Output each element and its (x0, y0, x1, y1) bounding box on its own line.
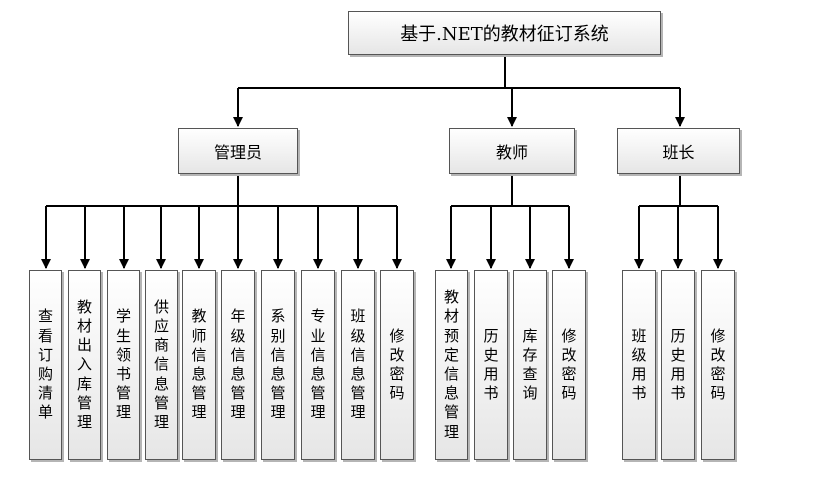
leaf-node-teacher-change-password: 修改密码 (552, 270, 586, 460)
leaf-node-monitor-change-password: 修改密码 (701, 270, 735, 460)
leaf-node-major-info: 专业信息管理 (301, 270, 335, 460)
leaf-node-view-order-list: 查看订购清单 (29, 270, 62, 460)
leaf-node-teacher-history-books: 历史用书 (474, 270, 508, 460)
leaf-label: 历史用书 (670, 326, 686, 403)
leaf-label: 修改密码 (389, 326, 405, 403)
leaf-label: 修改密码 (561, 326, 577, 403)
leaf-label: 库存查询 (522, 326, 538, 403)
leaf-label: 年级信息管理 (230, 307, 246, 422)
leaf-node-class-info: 班级信息管理 (341, 270, 375, 460)
leaf-label: 教材预定信息管理 (444, 288, 460, 441)
leaf-label: 班级信息管理 (350, 307, 366, 422)
leaf-label: 系别信息管理 (270, 307, 286, 422)
leaf-node-supplier-info: 供应商信息管理 (145, 270, 178, 460)
branch-node-teacher: 教师 (449, 128, 575, 174)
leaf-node-textbook-reservation: 教材预定信息管理 (435, 270, 468, 460)
branch-node-monitor: 班长 (617, 128, 740, 174)
leaf-label: 专业信息管理 (310, 307, 326, 422)
branch-node-admin: 管理员 (178, 128, 298, 174)
leaf-node-teacher-info: 教师信息管理 (182, 270, 216, 460)
leaf-label: 班级用书 (631, 326, 647, 403)
leaf-node-textbook-inventory: 教材出入库管理 (68, 270, 101, 460)
leaf-label: 教材出入库管理 (77, 297, 93, 431)
leaf-node-department-info: 系别信息管理 (261, 270, 295, 460)
leaf-label: 教师信息管理 (191, 307, 207, 422)
leaf-node-class-books: 班级用书 (622, 270, 656, 460)
leaf-node-stock-query: 库存查询 (513, 270, 547, 460)
leaf-node-monitor-history-books: 历史用书 (661, 270, 695, 460)
leaf-label: 学生领书管理 (116, 307, 132, 422)
leaf-label: 供应商信息管理 (154, 297, 170, 431)
leaf-node-student-collection: 学生领书管理 (107, 270, 140, 460)
leaf-label: 历史用书 (483, 326, 499, 403)
root-node-title: 基于.NET的教材征订系统 (348, 11, 661, 55)
leaf-label: 修改密码 (710, 326, 726, 403)
leaf-label: 查看订购清单 (38, 307, 54, 422)
leaf-node-grade-info: 年级信息管理 (221, 270, 255, 460)
leaf-node-admin-change-password: 修改密码 (380, 270, 414, 460)
